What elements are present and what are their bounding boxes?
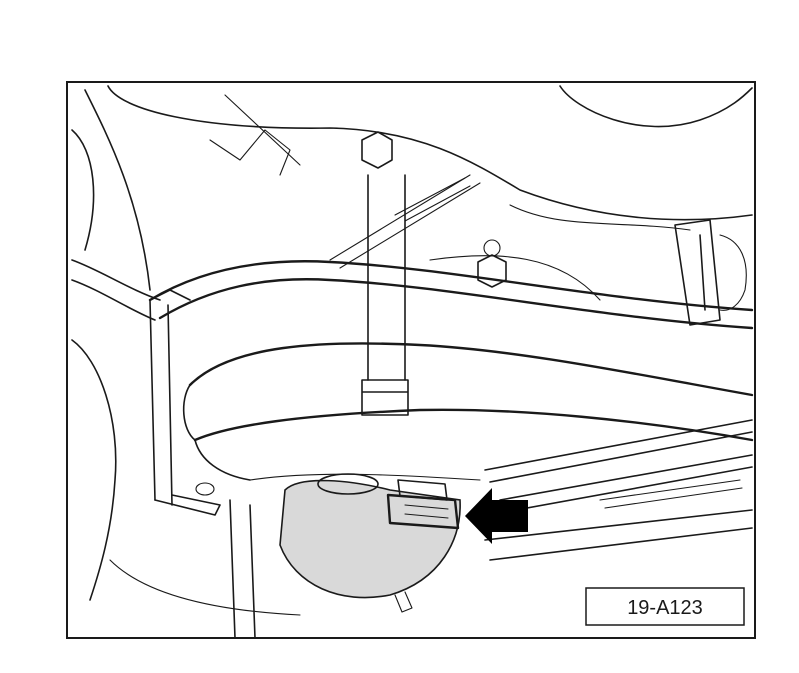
reference-label-box: 19-A123 — [585, 587, 745, 626]
tank-lower-edge — [193, 408, 754, 442]
bracket-foot — [154, 494, 221, 516]
cover-outline-upper — [107, 85, 753, 221]
highlighted-hose-outlet — [279, 479, 461, 599]
cover-rib-1 — [329, 174, 481, 269]
callout-arrow-icon — [465, 488, 528, 544]
lower-left-panel — [109, 559, 301, 616]
right-clip — [674, 219, 721, 326]
strut-rod — [367, 174, 406, 381]
right-clip-detail — [719, 234, 747, 311]
outlet-rim — [317, 473, 379, 495]
grille-slat-2 — [499, 454, 753, 513]
left-structure — [71, 89, 151, 291]
strut-bottom-nut — [361, 379, 409, 416]
tank-outline — [188, 342, 754, 397]
lower-left-arch — [71, 339, 117, 601]
bumper-edge — [484, 509, 753, 561]
bracket-bolt — [195, 482, 215, 496]
drain-tab — [394, 591, 413, 613]
reference-label: 19-A123 — [627, 597, 703, 619]
pipe-upper-edge — [148, 260, 754, 312]
center-bolt — [477, 254, 507, 288]
left-hose — [71, 259, 161, 321]
panel-edge — [429, 204, 691, 301]
strut-top-nut — [361, 131, 393, 169]
tank-left-end — [182, 384, 251, 481]
lower-posts — [229, 499, 256, 639]
drawing-body — [71, 85, 754, 639]
grille-slat-3 — [599, 479, 743, 509]
center-bolt-washer — [483, 239, 501, 257]
left-bracket — [209, 94, 301, 176]
hose-clamp — [386, 479, 460, 530]
vertical-bracket — [149, 289, 191, 506]
cover-rib-2 — [394, 177, 471, 222]
pipe-lower-edge — [158, 278, 754, 330]
cover-outline-right — [559, 85, 753, 128]
grille-slat-1 — [484, 419, 753, 483]
